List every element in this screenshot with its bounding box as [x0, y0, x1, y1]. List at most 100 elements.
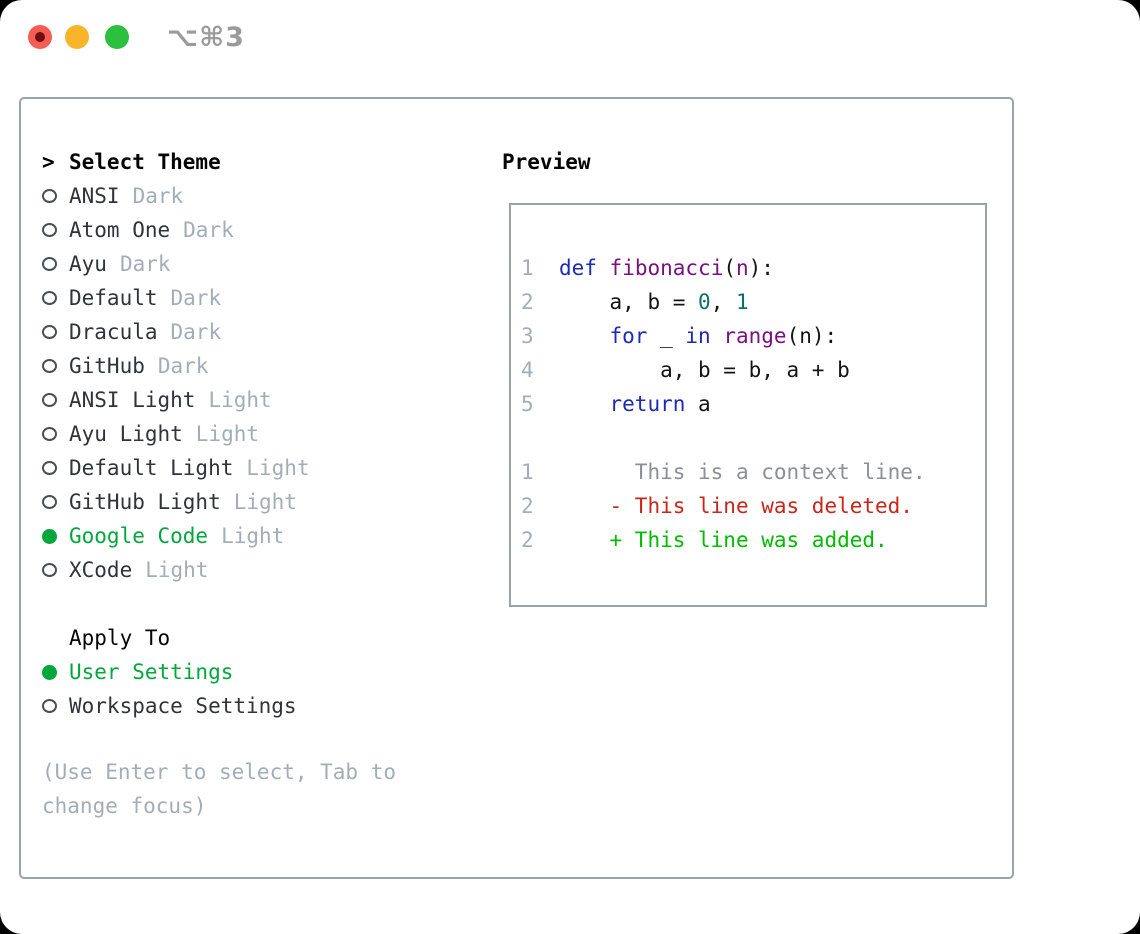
- code-token: [534, 392, 610, 416]
- code-token: [534, 324, 610, 348]
- code-token: fibonacci: [609, 256, 724, 280]
- theme-variant-label: Light: [145, 558, 209, 582]
- radio-icon: [42, 359, 57, 373]
- theme-name: Ayu: [69, 252, 107, 276]
- theme-variant-label: Light: [195, 422, 260, 446]
- code-token: (: [723, 256, 736, 280]
- window-title: ⌥⌘3: [167, 22, 245, 53]
- diff-line-added: 2 + This line was added.: [521, 523, 926, 557]
- radio-icon: [42, 461, 57, 475]
- theme-variant-label: Light: [221, 524, 285, 548]
- close-dot-icon: [35, 32, 45, 42]
- theme-option-xcode[interactable]: XCode Light: [42, 553, 491, 587]
- theme-name: Atom One: [69, 218, 171, 242]
- line-number: 4: [521, 358, 534, 382]
- code-token: n: [736, 256, 749, 280]
- radio-icon: [42, 325, 57, 339]
- theme-option-atom-one[interactable]: Atom One Dark: [42, 213, 491, 247]
- diff-text: This is a context line.: [533, 460, 926, 484]
- code-token: (n):: [786, 324, 838, 348]
- line-number: 5: [521, 392, 534, 416]
- code-line: 2 a, b = 0, 1: [521, 285, 926, 319]
- spacer: [42, 631, 57, 646]
- apply-option-workspace-settings[interactable]: Workspace Settings: [42, 689, 491, 723]
- theme-option-ansi-light[interactable]: ANSI Light Light: [42, 383, 491, 417]
- diff-line-deleted: 2 - This line was deleted.: [521, 489, 926, 523]
- theme-variant-label: Light: [246, 456, 310, 480]
- diff-line-context: 1 This is a context line.: [521, 455, 926, 489]
- radio-icon: [42, 427, 57, 441]
- radio-icon: [42, 223, 57, 237]
- theme-option-dracula[interactable]: Dracula Dark: [42, 315, 491, 349]
- code-token: 1: [735, 290, 749, 314]
- theme-name: XCode: [69, 558, 133, 582]
- code-line: 3 for _ in range(n):: [521, 319, 926, 353]
- code-token: [534, 256, 559, 280]
- theme-option-github-light[interactable]: GitHub Light Light: [42, 485, 491, 519]
- theme-name: ANSI Light: [69, 388, 196, 412]
- radio-icon: [42, 189, 57, 203]
- radio-selected-icon: [42, 664, 57, 680]
- theme-variant-label: Dark: [132, 184, 184, 208]
- blank-line: [521, 421, 926, 455]
- zoom-button[interactable]: [105, 25, 129, 49]
- line-number: 1: [521, 256, 534, 280]
- radio-icon: [42, 291, 57, 305]
- apply-name: User Settings: [69, 660, 234, 684]
- code-token: [597, 256, 610, 280]
- theme-option-github[interactable]: GitHub Dark: [42, 349, 491, 383]
- apply-to-title: Apply To: [69, 626, 171, 650]
- minimize-button[interactable]: [65, 25, 89, 49]
- theme-variant-label: Light: [208, 388, 272, 412]
- radio-icon: [42, 495, 57, 509]
- theme-name: GitHub: [69, 354, 145, 378]
- theme-name: Google Code: [69, 524, 209, 548]
- apply-to-header: Apply To: [42, 621, 491, 655]
- title-bar: ⌥⌘3: [0, 0, 1140, 75]
- radio-selected-icon: [42, 528, 57, 544]
- radio-icon: [42, 699, 57, 713]
- line-number: 1: [521, 460, 534, 484]
- diff-text: - This line was deleted.: [533, 494, 913, 518]
- code-token: _: [647, 324, 686, 348]
- theme-name: GitHub Light: [69, 490, 221, 514]
- theme-option-google-code[interactable]: Google Code Light: [42, 519, 491, 553]
- code-token: a: [685, 392, 711, 416]
- select-theme-header: > Select Theme: [42, 145, 491, 179]
- theme-variant-label: Light: [233, 490, 297, 514]
- code-line: 4 a, b = b, a + b: [521, 353, 926, 387]
- theme-variant-label: Dark: [170, 320, 222, 344]
- code-token: [711, 324, 724, 348]
- apply-name: Workspace Settings: [69, 694, 297, 718]
- diff-text: + This line was added.: [533, 528, 888, 552]
- code-token: a, b =: [533, 290, 699, 314]
- theme-variant-label: Dark: [157, 354, 209, 378]
- line-number: 2: [521, 528, 534, 552]
- select-theme-title: Select Theme: [69, 150, 221, 174]
- code-line: 5 return a: [521, 387, 926, 421]
- line-number: 3: [521, 324, 534, 348]
- theme-name: Dracula: [69, 320, 158, 344]
- radio-icon: [42, 393, 57, 407]
- line-number: 2: [521, 290, 534, 314]
- theme-option-ansi[interactable]: ANSI Dark: [42, 179, 491, 213]
- code-token: a, b = b, a + b: [533, 358, 850, 382]
- radio-icon: [42, 563, 57, 577]
- theme-name: ANSI: [69, 184, 120, 208]
- close-button[interactable]: [28, 25, 52, 49]
- theme-variant-label: Dark: [183, 218, 234, 242]
- apply-option-user-settings[interactable]: User Settings: [42, 655, 491, 689]
- cursor-caret-icon: >: [42, 150, 55, 174]
- radio-icon: [42, 257, 57, 271]
- code-token: range: [723, 324, 787, 348]
